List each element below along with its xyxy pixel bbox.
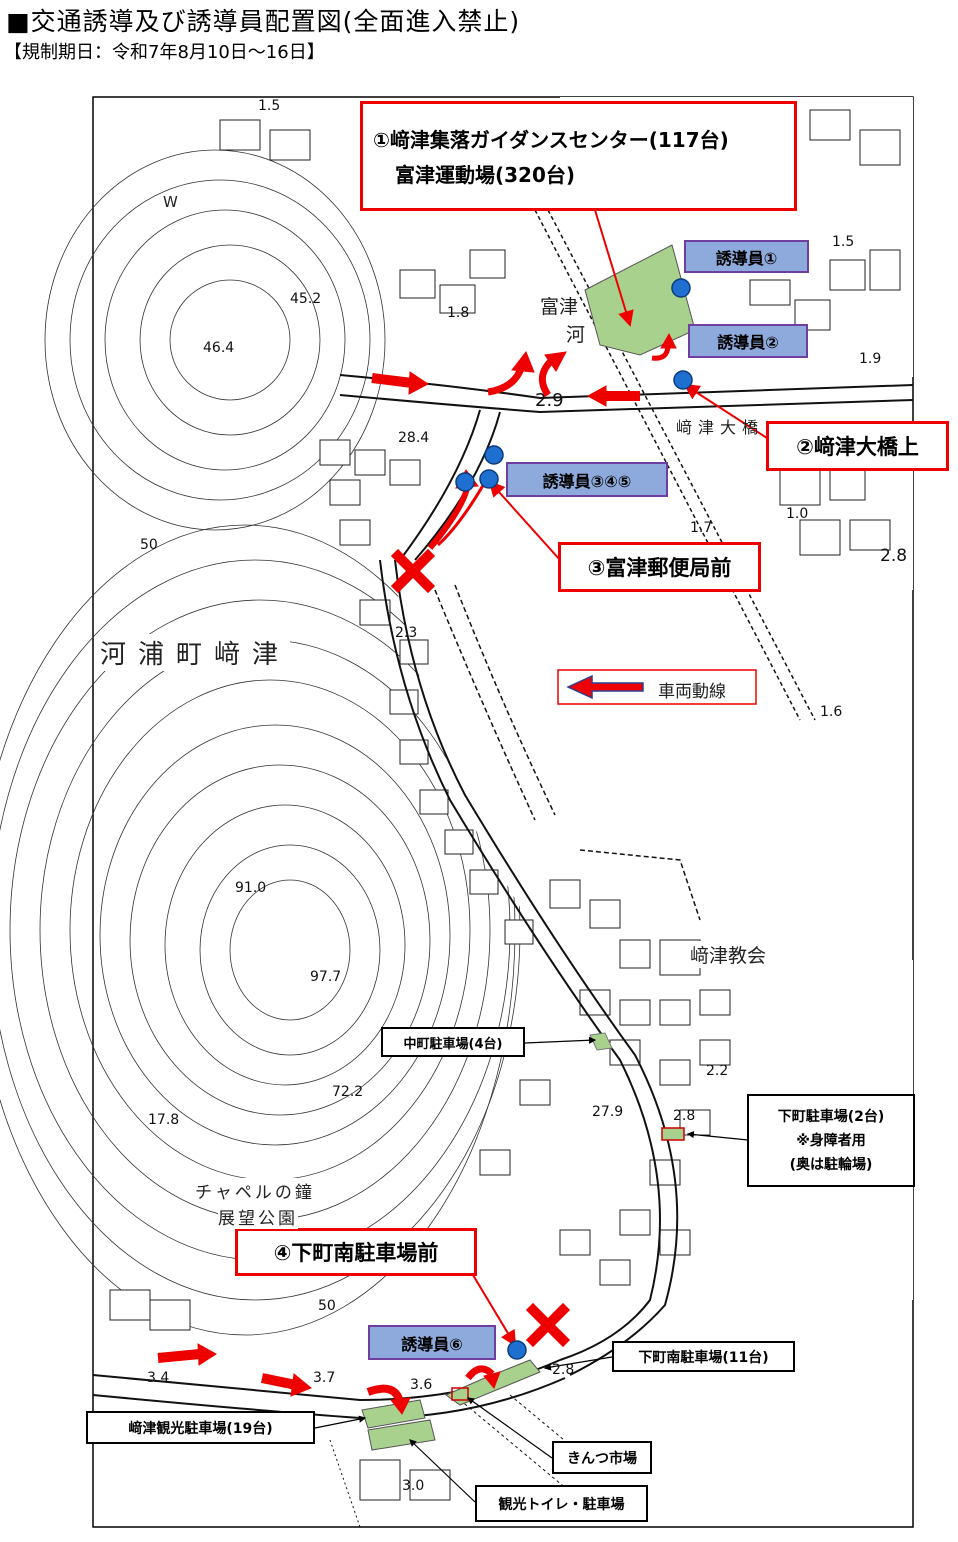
elev-label: 27.9 bbox=[592, 1104, 624, 1120]
elev-label: 50 bbox=[140, 537, 158, 553]
label-tourist-toilet: 観光トイレ・駐車場 bbox=[475, 1485, 648, 1522]
district-label: 河浦町﨑津 bbox=[100, 634, 291, 671]
callout-bridge: ②﨑津大橋上 bbox=[766, 421, 949, 471]
elev-label: 3.0 bbox=[402, 1478, 425, 1494]
river-label-2: 河 bbox=[566, 324, 586, 346]
elev-label: 1.6 bbox=[820, 704, 843, 720]
elev-label: 2.8 bbox=[880, 546, 908, 566]
callout-guidance-center: ①﨑津集落ガイダンスセンター(117台) 富津運動場(320台) bbox=[360, 101, 797, 211]
elev-label: 72.2 bbox=[332, 1084, 364, 1100]
label-shimomachi-south-parking: 下町南駐車場(11台) bbox=[612, 1341, 795, 1372]
w-mark: W bbox=[163, 193, 178, 211]
elev-label: 1.7 bbox=[690, 520, 713, 536]
guide-label-1: 誘導員① bbox=[684, 240, 809, 273]
elev-label: 3.7 bbox=[313, 1370, 336, 1386]
elev-label: 1.9 bbox=[859, 351, 882, 367]
page-title: ■交通誘導及び誘導員配置図(全面進入禁止) bbox=[6, 7, 521, 36]
guide-label-345: 誘導員③④⑤ bbox=[506, 462, 668, 497]
label-shimomachi-parking: 下町駐車場(2台) ※身障者用 (奥は駐輪場) bbox=[747, 1094, 915, 1187]
elev-label: 3.4 bbox=[147, 1370, 170, 1386]
elev-label: 1.5 bbox=[258, 98, 281, 114]
callout-shimomachi-south: ④下町南駐車場前 bbox=[235, 1228, 477, 1276]
buildings bbox=[109, 109, 901, 1501]
chapel-label-line1: チャペルの鐘 bbox=[195, 1178, 315, 1203]
guide-label-6: 誘導員⑥ bbox=[368, 1325, 496, 1360]
elev-label: 3.6 bbox=[410, 1377, 433, 1393]
label-tourist-parking: 﨑津観光駐車場(19台) bbox=[86, 1411, 315, 1444]
label-shimomachi-line2: ※身障者用 bbox=[796, 1132, 866, 1149]
elev-label: 91.0 bbox=[235, 880, 267, 896]
elev-label: 2.8 bbox=[552, 1362, 575, 1378]
regulation-period: 【規制期日：令和7年8月10日～16日】 bbox=[4, 42, 325, 63]
elev-label: 2.3 bbox=[395, 625, 418, 641]
elev-label: 2.8 bbox=[673, 1108, 696, 1124]
elev-label: 45.2 bbox=[290, 291, 322, 307]
shimomachi-parking bbox=[661, 1127, 685, 1141]
elev-label: 1.8 bbox=[447, 305, 470, 321]
elev-label: 2.9 bbox=[535, 390, 564, 411]
label-kinkotsu-market: きんつ市場 bbox=[552, 1441, 652, 1474]
elev-label: 97.7 bbox=[310, 969, 342, 985]
guide-markers bbox=[455, 278, 693, 1360]
elev-label: 2.2 bbox=[706, 1063, 729, 1079]
callout-post-office: ③富津郵便局前 bbox=[558, 542, 761, 592]
church-label: 﨑津教会 bbox=[690, 941, 767, 968]
legend-arrow-icon bbox=[566, 674, 644, 700]
toilet-parking bbox=[367, 1419, 436, 1451]
river-label-1: 富津 bbox=[540, 296, 579, 318]
elev-label: 46.4 bbox=[203, 340, 235, 356]
label-nakamachi-parking: 中町駐車場(4台) bbox=[381, 1027, 525, 1057]
elev-label: 1.0 bbox=[786, 506, 809, 522]
chapel-label-line2: 展望公園 bbox=[218, 1204, 298, 1229]
elev-label: 1.5 bbox=[832, 234, 855, 250]
guide-label-2: 誘導員② bbox=[688, 324, 808, 358]
elev-label: 17.8 bbox=[148, 1112, 180, 1128]
no-entry-x-icon-south bbox=[525, 1302, 571, 1348]
no-entry-x-icon bbox=[390, 548, 436, 594]
legend-label: 車両動線 bbox=[658, 682, 726, 702]
label-shimomachi-line3: (奥は駐輪場) bbox=[789, 1156, 873, 1173]
callout-guidance-center-line2: 富津運動場(320台) bbox=[395, 163, 576, 187]
elev-label: 50 bbox=[318, 1298, 336, 1314]
callout-guidance-center-line1: ①﨑津集落ガイダンスセンター(117台) bbox=[373, 128, 729, 152]
bridge-label: 﨑津大橋 bbox=[676, 418, 765, 437]
label-shimomachi-line1: 下町駐車場(2台) bbox=[777, 1108, 885, 1125]
elev-label: 28.4 bbox=[398, 430, 430, 446]
